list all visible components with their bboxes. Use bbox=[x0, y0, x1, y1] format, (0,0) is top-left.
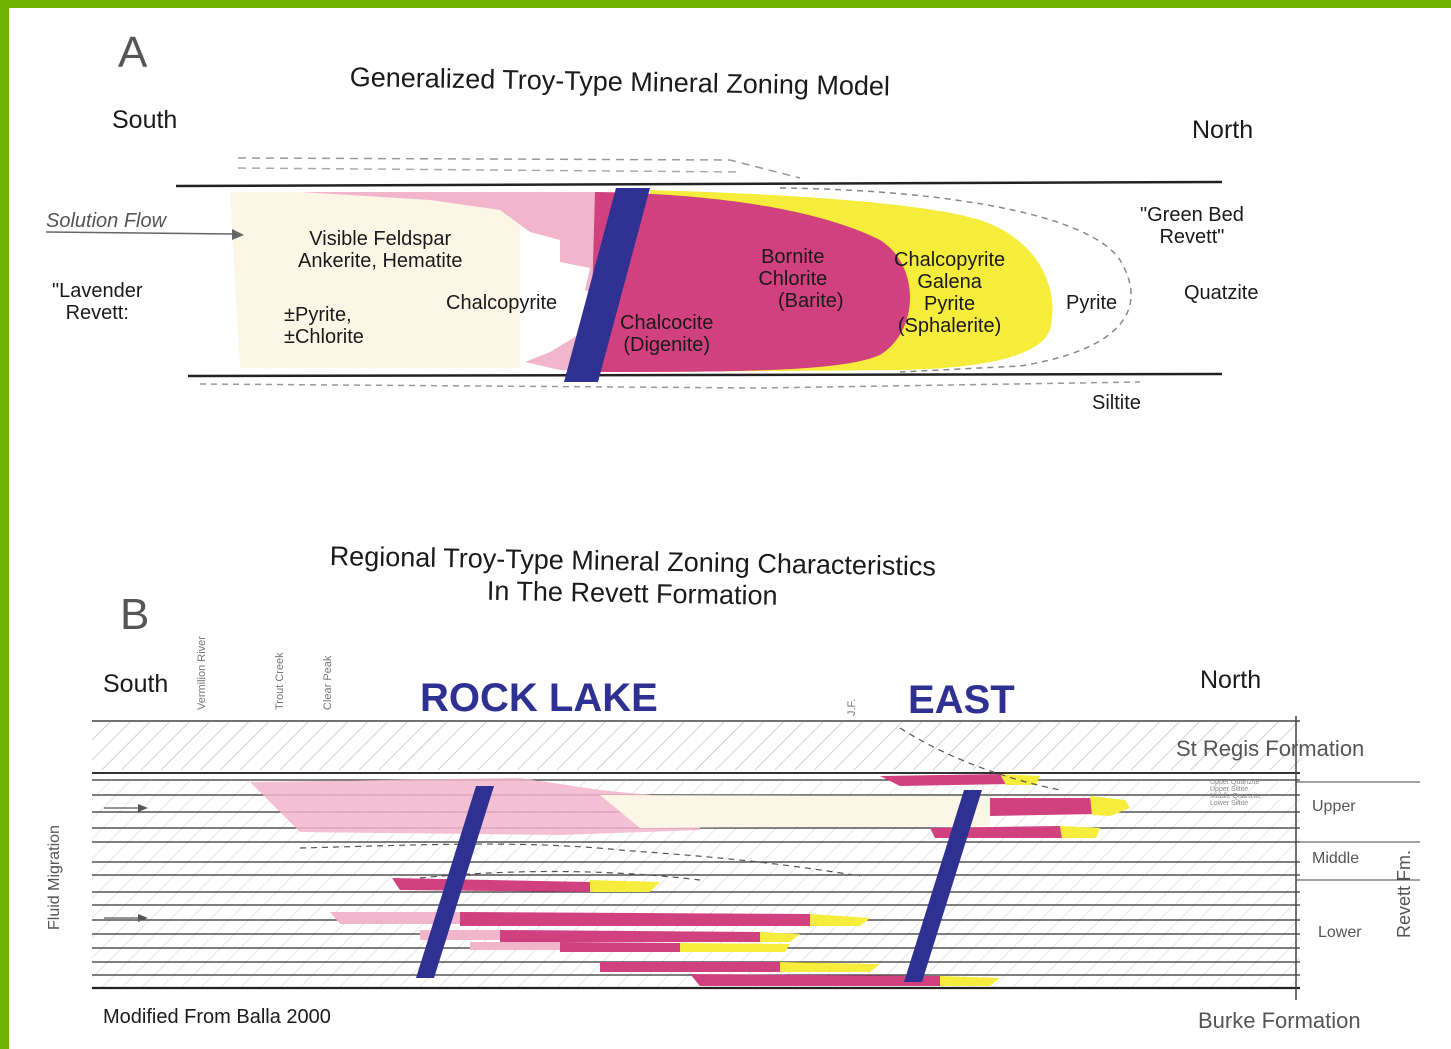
chalcopyrite-label: Chalcopyrite bbox=[446, 292, 558, 314]
lower-yellow-2 bbox=[810, 914, 870, 926]
east-label: EAST bbox=[908, 678, 1015, 722]
fluid-arrow-upper bbox=[138, 804, 148, 812]
credit-label: Modified From Balla 2000 bbox=[103, 1006, 331, 1028]
upper-cream-zone bbox=[600, 795, 990, 828]
lower-yellow-5 bbox=[780, 962, 880, 972]
panel-a-marker-bar bbox=[564, 188, 650, 382]
upper-dashed-bed bbox=[237, 157, 801, 179]
locality-jf: J.F. bbox=[846, 698, 858, 716]
lower-magenta-2 bbox=[460, 912, 810, 926]
rock-lake-label: ROCK LAKE bbox=[420, 676, 658, 720]
locality-vermilion-river: Vermilion River bbox=[196, 636, 208, 710]
panel-a-south-label: South bbox=[112, 106, 178, 134]
revett-fm-label: Revett Fm. bbox=[1394, 849, 1414, 938]
chalcocite-label: Chalcocite(Digenite) bbox=[620, 312, 714, 356]
fluid-migration-label: Fluid Migration bbox=[46, 825, 63, 930]
st-regis-label: St Regis Formation bbox=[1176, 736, 1365, 761]
locality-clear-peak: Clear Peak bbox=[322, 655, 334, 710]
frame-left-border bbox=[0, 0, 9, 1049]
frame-top-border bbox=[0, 0, 1451, 8]
solution-flow-arrow bbox=[232, 229, 244, 240]
middle-label: Middle bbox=[1312, 850, 1360, 867]
panel-a-north-label: North bbox=[1192, 116, 1254, 144]
panel-a-letter: A bbox=[118, 28, 148, 77]
upper-magenta-1 bbox=[880, 774, 1010, 786]
lower-pink-1 bbox=[330, 912, 460, 924]
upper-label: Upper bbox=[1312, 798, 1356, 815]
upper-yellow-2 bbox=[1090, 796, 1130, 816]
quatzite-label: Quatzite bbox=[1184, 282, 1259, 304]
rock-lake-marker-bar bbox=[416, 786, 494, 978]
east-marker-bar bbox=[904, 790, 982, 982]
upper-yellow-3 bbox=[1060, 826, 1100, 838]
panel-b-title: Regional Troy-Type Mineral Zoning Charac… bbox=[329, 540, 937, 611]
locality-trout-creek: Trout Creek bbox=[274, 652, 286, 710]
lower-bed-boundary bbox=[187, 372, 1223, 378]
fluid-arrow-lower bbox=[138, 914, 148, 922]
pyrite-chlorite-label: ±Pyrite,±Chlorite bbox=[284, 304, 364, 348]
cream-zone bbox=[230, 192, 520, 368]
lower-pink-3 bbox=[470, 942, 560, 950]
lower-yellow-4 bbox=[680, 943, 790, 952]
solution-flow-label: Solution Flow bbox=[46, 210, 167, 232]
upper-yellow-1 bbox=[1000, 774, 1040, 785]
panel-b-north-label: North bbox=[1200, 666, 1262, 694]
burke-label: Burke Formation bbox=[1198, 1008, 1361, 1033]
st-regis-band bbox=[92, 722, 1300, 770]
pyrite-label: Pyrite bbox=[1066, 292, 1118, 314]
lower-label: Lower bbox=[1318, 924, 1362, 941]
magenta-zone bbox=[590, 192, 910, 372]
lower-yellow-6 bbox=[940, 976, 1000, 986]
lower-yellow-1 bbox=[590, 880, 660, 892]
lower-yellow-3 bbox=[760, 932, 800, 942]
upper-bed-boundary bbox=[175, 180, 1223, 188]
lower-magenta-6 bbox=[690, 974, 940, 986]
lower-magenta-5 bbox=[600, 962, 780, 972]
lower-magenta-4 bbox=[560, 942, 680, 952]
lower-magenta-1 bbox=[392, 878, 590, 892]
upper-magenta-2 bbox=[990, 798, 1096, 816]
panel-b-south-label: South bbox=[103, 670, 169, 698]
panel-b-letter: B bbox=[120, 590, 150, 639]
lower-magenta-3 bbox=[500, 930, 760, 942]
siltite-label: Siltite bbox=[1092, 392, 1141, 414]
pyrite-halo bbox=[779, 187, 1132, 373]
